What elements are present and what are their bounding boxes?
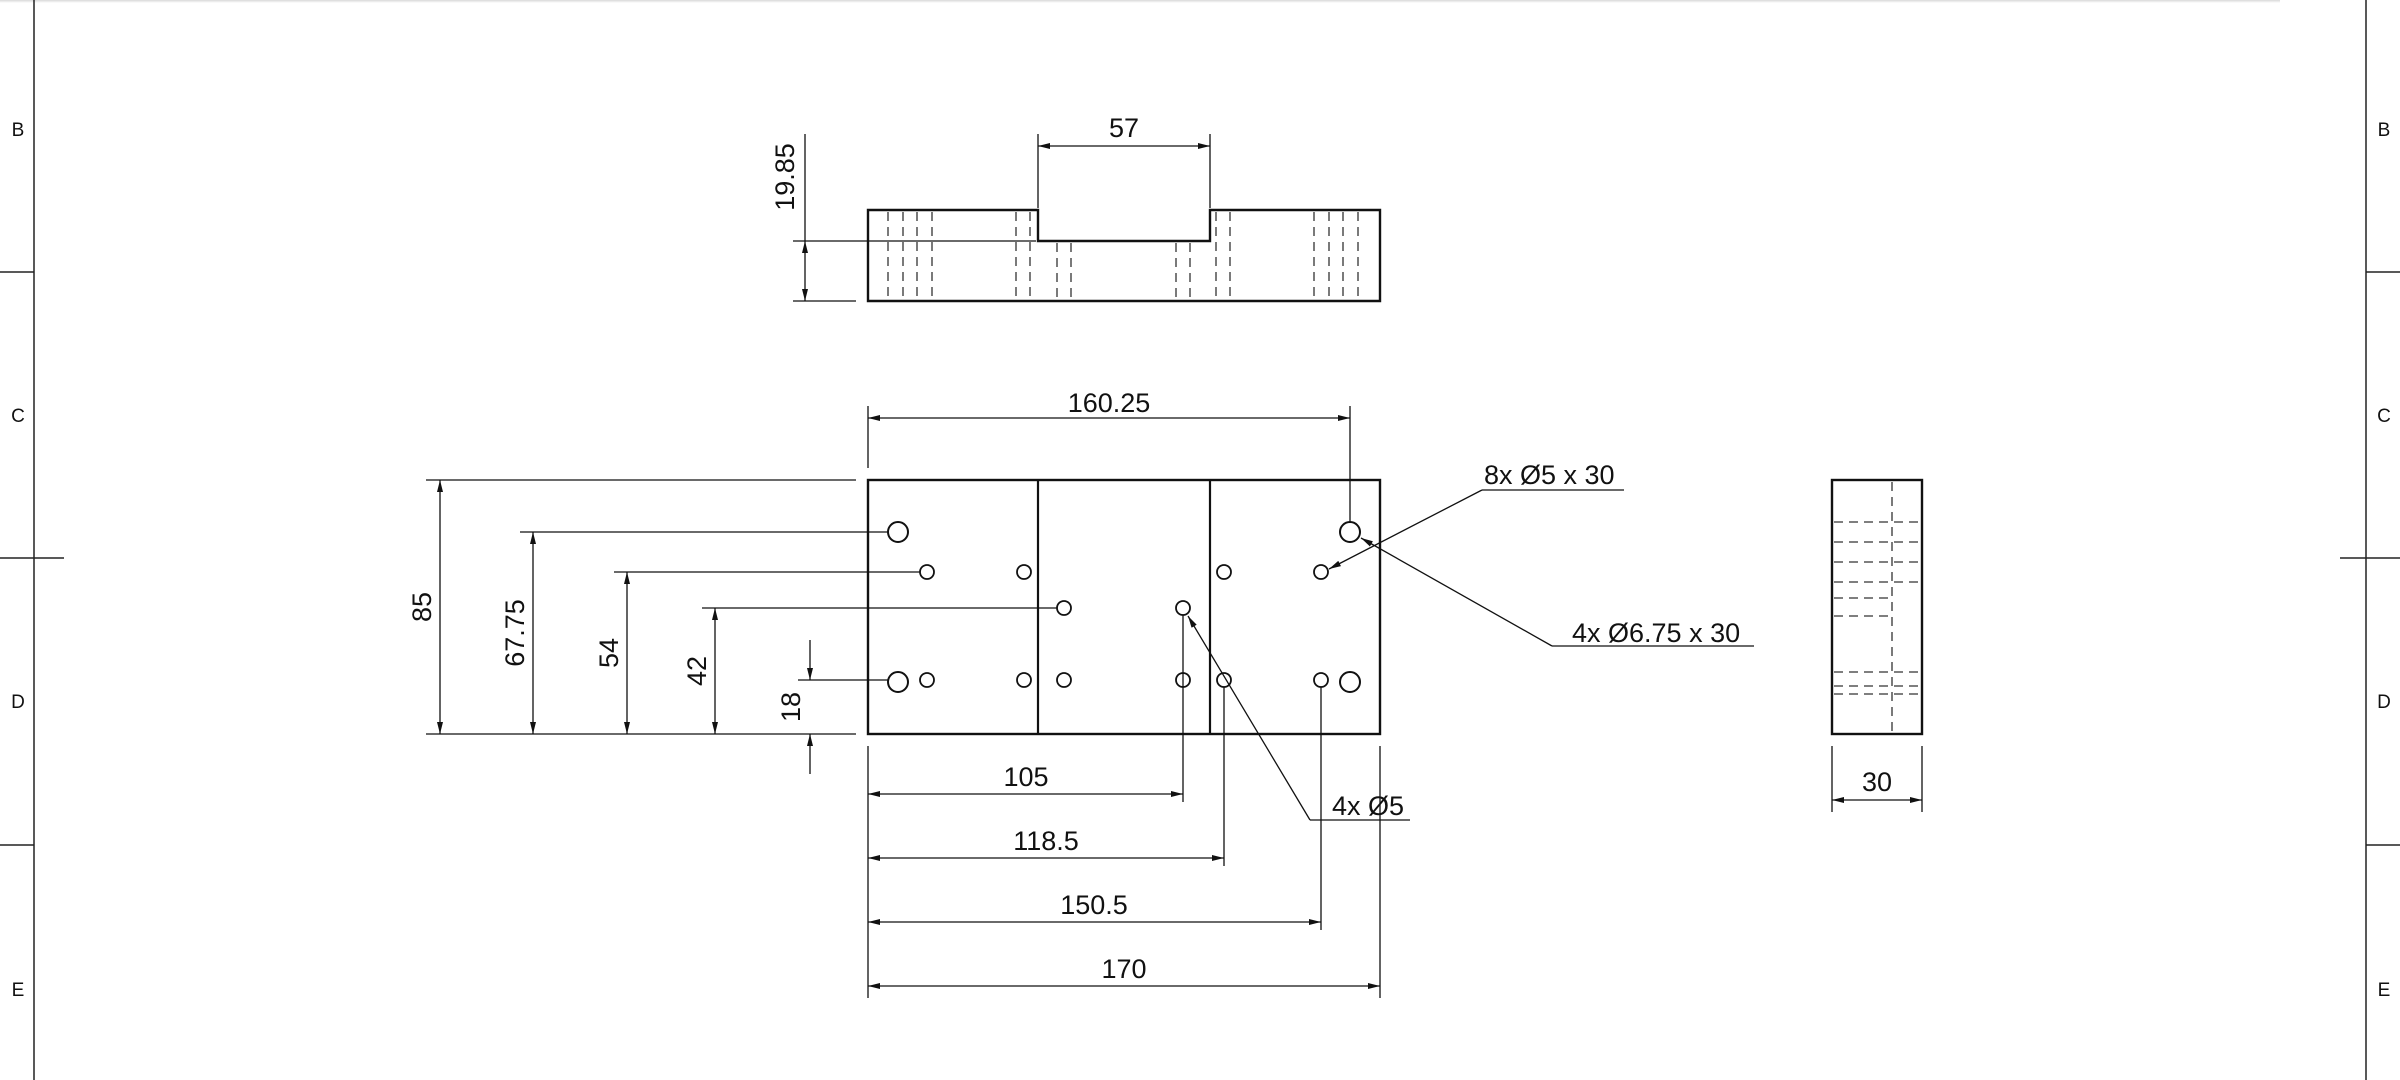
hole-large — [887, 671, 909, 693]
top-view-outline — [866, 208, 1382, 303]
dim-y-18: 18 — [776, 692, 806, 722]
zone-label-left-d: D — [11, 692, 25, 713]
front-view-horizontal-dimensions — [867, 615, 1381, 998]
hole-small — [1056, 600, 1072, 616]
top-view-dimension-lines — [793, 134, 1211, 302]
callout-4x-holes: 4x Ø5 — [1332, 791, 1404, 821]
hole-small — [1175, 600, 1191, 616]
holes-small — [919, 564, 1329, 688]
dim-overall-width: 160.25 — [1068, 388, 1151, 418]
hole-small — [919, 672, 935, 688]
dim-height-19-85: 19.85 — [770, 143, 800, 211]
holes-large — [887, 521, 1361, 693]
hole-large — [1339, 521, 1361, 543]
dim-thickness: 30 — [1862, 767, 1892, 797]
front-view-width-dimension — [867, 406, 1351, 522]
zone-label-right-c: C — [2377, 406, 2391, 427]
front-view: 160.25 85 67.75 54 42 18 — [407, 388, 1754, 998]
zone-labels-left: B C D E — [11, 120, 25, 1001]
top-view-hidden-lines — [887, 212, 1359, 299]
dim-y-42: 42 — [682, 656, 712, 686]
dim-y-67-75: 67.75 — [500, 599, 530, 667]
side-view-hidden-lines — [1834, 482, 1920, 732]
hole-small — [1216, 564, 1232, 580]
side-view-dimension-lines — [1831, 746, 1923, 812]
hole-small — [1016, 672, 1032, 688]
zone-labels-right: B C D E — [2377, 120, 2391, 1001]
zone-label-left-c: C — [11, 406, 25, 427]
hole-small — [1016, 564, 1032, 580]
sheet-top-shadow — [0, 0, 2280, 3]
dim-y-54: 54 — [594, 638, 624, 668]
top-view: 57 19.85 — [770, 113, 1382, 303]
dim-slot-width: 57 — [1109, 113, 1139, 143]
callout-4x-large-holes: 4x Ø6.75 x 30 — [1572, 618, 1740, 648]
zone-label-right-d: D — [2377, 692, 2391, 713]
zone-label-right-b: B — [2378, 120, 2391, 141]
hole-large — [1339, 671, 1361, 693]
dim-x-118-5: 118.5 — [1013, 826, 1079, 856]
zone-label-left-e: E — [12, 980, 25, 1001]
hole-small — [1056, 672, 1072, 688]
side-view-outline — [1830, 478, 1924, 736]
front-view-vertical-dimensions — [426, 479, 1057, 774]
hole-large — [887, 521, 909, 543]
dim-x-170: 170 — [1101, 954, 1146, 984]
hole-small — [1313, 672, 1329, 688]
zone-label-left-b: B — [12, 120, 25, 141]
dim-x-105: 105 — [1003, 762, 1048, 792]
dim-height-85: 85 — [407, 592, 437, 622]
front-view-outline — [866, 478, 1382, 736]
callout-leaders — [1187, 489, 1754, 821]
zone-label-right-e: E — [2378, 980, 2391, 1001]
dim-x-150-5: 150.5 — [1060, 890, 1128, 920]
callout-8x-holes: 8x Ø5 x 30 — [1484, 460, 1615, 490]
side-view: 30 — [1830, 478, 1924, 812]
hole-small — [919, 564, 935, 580]
hole-small — [1313, 564, 1329, 580]
